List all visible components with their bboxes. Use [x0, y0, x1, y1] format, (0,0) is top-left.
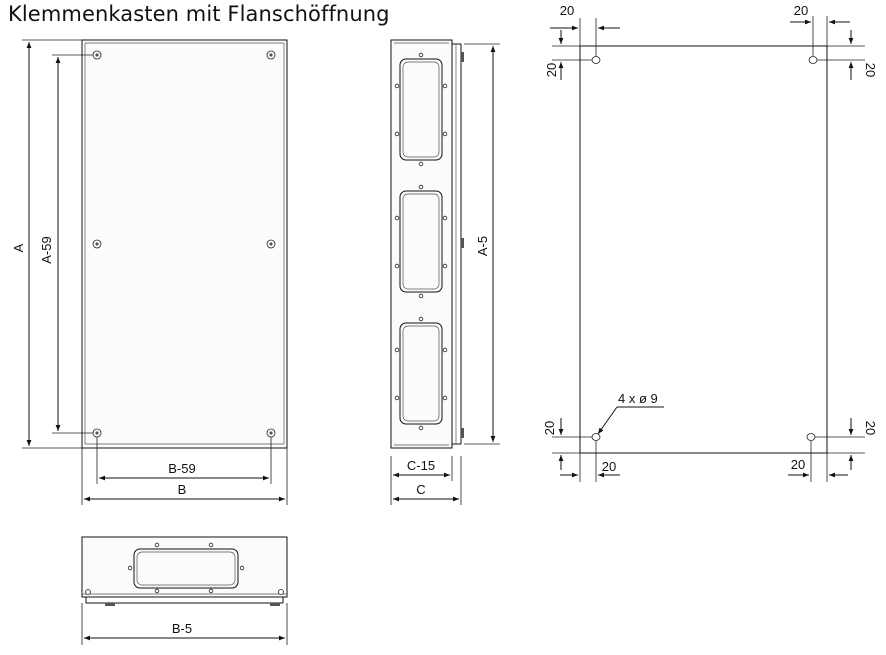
side-inner-depth-label: C-15 [407, 458, 435, 473]
mounting-hole [591, 56, 601, 64]
offset-bottom-right-y: 20 [863, 421, 878, 435]
front-height-label: A [11, 243, 26, 252]
mounting-hole [591, 433, 601, 441]
front-screw [92, 428, 102, 438]
side-depth-label: C [416, 482, 425, 497]
offset-bottom-right-x: 20 [791, 457, 805, 472]
offset-top-left-x: 20 [560, 3, 574, 18]
front-screw [266, 239, 276, 249]
mounting-plate [579, 45, 828, 454]
offset-bottom-left-x: 20 [602, 459, 616, 474]
mounting-hole [808, 56, 818, 64]
flange-opening [394, 316, 448, 431]
front-inner-width-label: B-59 [168, 461, 195, 476]
front-screw [266, 428, 276, 438]
offset-top-left-y: 20 [544, 63, 559, 77]
flange-opening [394, 184, 448, 299]
front-inner-height-label: A-59 [39, 236, 54, 263]
bottom-view: B-5 [81, 536, 288, 645]
offset-top-right-y: 20 [863, 63, 878, 77]
offset-top-right-x: 20 [794, 3, 808, 18]
drilling-plan: 20 20 20 20 20 20 20 [542, 3, 878, 482]
offset-bottom-left-y: 20 [542, 421, 557, 435]
drawing-title: Klemmenkasten mit Flanschöffnung [8, 2, 390, 26]
side-height-label: A-5 [475, 236, 490, 256]
bottom-width-label: B-5 [172, 621, 192, 636]
front-width-label: B [178, 482, 187, 497]
front-screw [92, 239, 102, 249]
side-view: A-5 C-15 C [390, 39, 500, 505]
flange-opening [394, 52, 448, 167]
front-view: A A-59 B-59 B [11, 39, 288, 505]
front-screw [266, 50, 276, 60]
hole-spec-label: 4 x ø 9 [618, 391, 658, 406]
front-screw [92, 50, 102, 60]
flange-opening [127, 542, 245, 594]
front-panel [81, 39, 288, 449]
mounting-hole [806, 433, 816, 441]
